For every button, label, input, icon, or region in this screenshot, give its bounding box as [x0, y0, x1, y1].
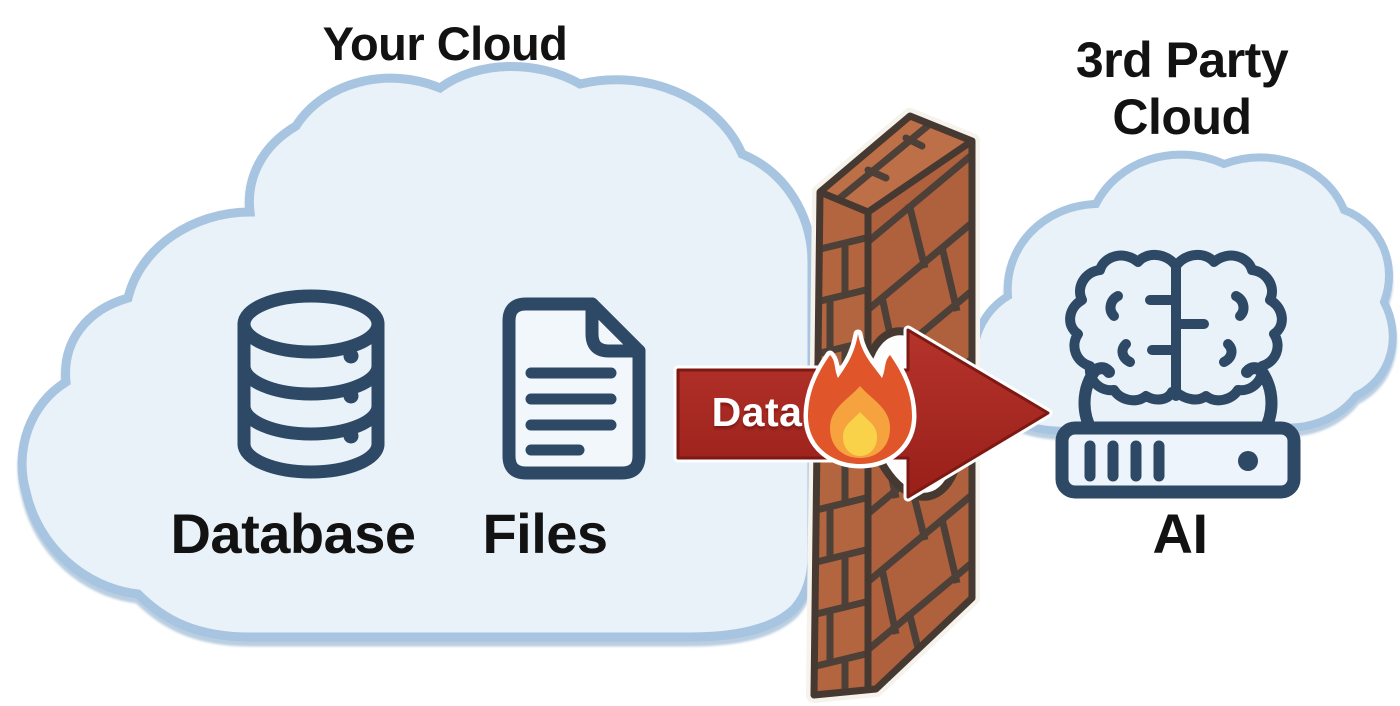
database-label: Database [170, 502, 416, 565]
server-icon [1055, 362, 1301, 499]
your-cloud-shape [17, 62, 817, 642]
database-icon [237, 289, 385, 479]
your-cloud-title: Your Cloud [322, 17, 568, 70]
data-arrow-label: Data [711, 389, 803, 435]
third-party-cloud-shape [969, 150, 1397, 436]
file-icon [502, 297, 646, 480]
ai-label: AI [1152, 502, 1209, 565]
third-party-cloud-title: 3rd Party Cloud [1075, 32, 1289, 145]
fire-icon [803, 329, 917, 469]
files-label: Files [482, 502, 608, 565]
ai-brain-server-icon [1055, 250, 1301, 499]
brain-icon [1065, 250, 1287, 406]
